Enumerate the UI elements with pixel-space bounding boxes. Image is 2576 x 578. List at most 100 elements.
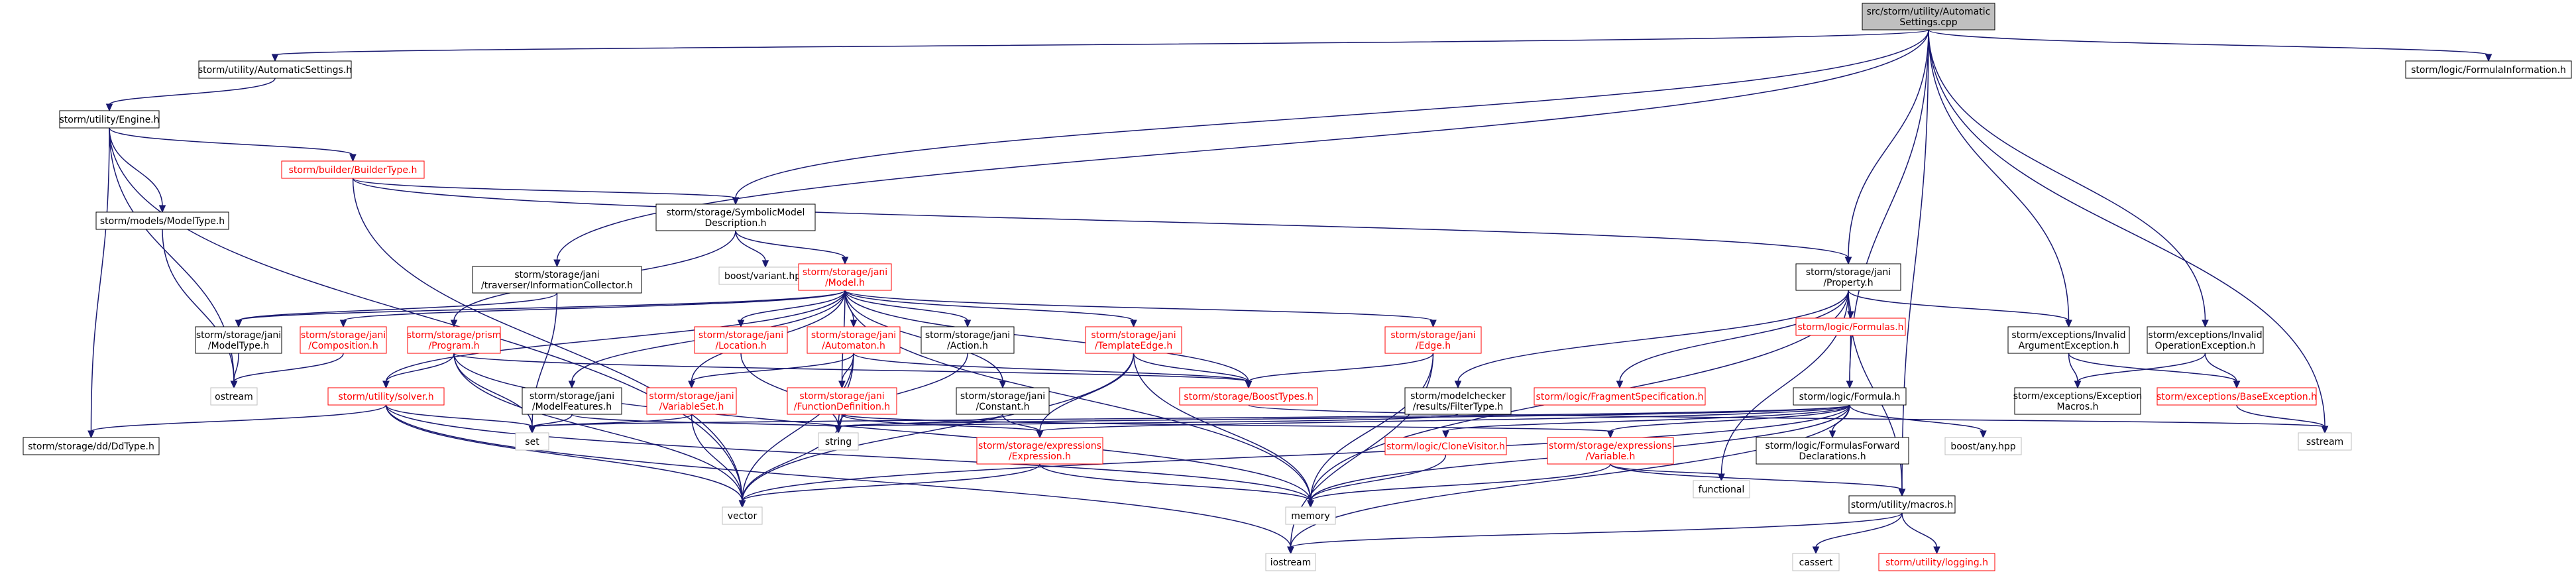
node-box: [1795, 263, 1901, 291]
node-box: [59, 110, 160, 129]
node-templateEdge[interactable]: storm/storage/jani/TemplateEdge.h: [1085, 326, 1182, 354]
node-janiEdge[interactable]: storm/storage/jani/Edge.h: [1384, 326, 1482, 354]
node-location[interactable]: storm/storage/jani/Location.h: [694, 326, 788, 354]
node-logging[interactable]: storm/utility/logging.h: [1878, 553, 1995, 571]
edge-janiProperty-to-filterType: [1454, 290, 1849, 389]
node-root[interactable]: src/storm/utility/AutomaticSettings.cpp: [1862, 3, 1995, 30]
node-filterType[interactable]: storm/modelchecker/results/FilterType.h: [1404, 387, 1512, 415]
node-janiProperty[interactable]: storm/storage/jani/Property.h: [1795, 263, 1901, 291]
edge-automaton-to-vector: [738, 353, 854, 508]
node-ostream[interactable]: ostream: [210, 387, 258, 406]
node-formulaInfo[interactable]: storm/logic/FormulaInformation.h: [2405, 60, 2572, 79]
node-label: storm/utility/Engine.h: [59, 115, 159, 125]
node-exprVariable[interactable]: storm/storage/expressions/Variable.h: [1547, 437, 1674, 465]
node-box: [655, 203, 816, 231]
node-macros[interactable]: storm/utility/macros.h: [1848, 495, 1956, 514]
edge-solver-to-set: [385, 404, 536, 434]
node-action[interactable]: storm/storage/jani/Action.h: [921, 326, 1015, 354]
edge-root-to-formulaInfo: [1928, 29, 2492, 62]
node-constant[interactable]: storm/storage/jani/Constant.h: [956, 387, 1050, 415]
node-box: [210, 387, 258, 406]
node-functional[interactable]: functional: [1693, 480, 1750, 498]
edge-templateEdge-to-exprExpression: [1036, 353, 1135, 439]
node-variableSet[interactable]: storm/storage/jani/VariableSet.h: [646, 387, 737, 415]
node-janiModelType[interactable]: storm/storage/jani/ModelType.h: [195, 326, 282, 354]
node-exprExpression[interactable]: storm/storage/expressions/Expression.h: [976, 437, 1103, 465]
node-box: [1404, 387, 1512, 415]
node-cassert[interactable]: cassert: [1792, 553, 1840, 571]
edge-logicFormula-to-set: [528, 404, 1850, 434]
node-fragmentSpec[interactable]: storm/logic/FragmentSpecification.h: [1534, 387, 1706, 406]
edge-root-to-autoSettings: [271, 29, 1929, 62]
node-label: ostream: [215, 392, 253, 402]
node-composition[interactable]: storm/storage/jani/Composition.h: [300, 326, 387, 354]
node-label: storm/exceptions/Invalid: [2011, 330, 2125, 341]
edge-root-to-sstream: [1928, 29, 2329, 434]
node-box: [1085, 326, 1182, 354]
node-label: /Location.h: [715, 341, 766, 351]
node-prismProgram[interactable]: storm/storage/prism/Program.h: [407, 326, 502, 354]
node-traverser[interactable]: storm/storage/jani/traverser/Information…: [472, 266, 642, 294]
node-box: [1534, 387, 1706, 406]
node-boostAny[interactable]: boost/any.hpp: [1944, 437, 2022, 455]
node-formulasForward[interactable]: storm/logic/FormulasForwardDeclarations.…: [1756, 437, 1909, 465]
node-label: storm/utility/logging.h: [1885, 557, 1988, 568]
node-cloneVisitor[interactable]: storm/logic/CloneVisitor.h: [1384, 437, 1507, 455]
node-box: [472, 266, 642, 294]
node-string[interactable]: string: [818, 432, 859, 451]
edge-macros-to-logging: [1901, 512, 1940, 555]
node-box: [198, 60, 352, 79]
edge-symDesc-to-boostVariant: [735, 230, 769, 268]
node-set[interactable]: set: [515, 432, 549, 451]
node-label: storm/storage/SymbolicModel: [667, 207, 805, 218]
edge-invalidOp-to-baseException: [2204, 353, 2241, 389]
node-box: [1878, 553, 1995, 571]
node-label: storm/storage/jani: [301, 330, 386, 341]
node-label: /ModelFeatures.h: [532, 402, 612, 412]
node-label: /ModelType.h: [208, 341, 269, 351]
node-boostVariant[interactable]: boost/variant.hpp: [718, 266, 812, 285]
node-modelType[interactable]: storm/models/ModelType.h: [95, 211, 229, 230]
node-funcDef[interactable]: storm/storage/jani/FunctionDefinition.h: [787, 387, 897, 415]
node-logicFormula[interactable]: storm/logic/Formula.h: [1793, 387, 1907, 406]
node-label: storm/storage/expressions: [978, 441, 1101, 451]
node-label: /Expression.h: [1009, 451, 1071, 462]
node-boostTypes[interactable]: storm/storage/BoostTypes.h: [1179, 387, 1318, 406]
node-label: storm/exceptions/BaseException.h: [2156, 392, 2317, 402]
node-builderType[interactable]: storm/builder/BuilderType.h: [281, 160, 425, 179]
node-invalidArg[interactable]: storm/exceptions/InvalidArgumentExceptio…: [2007, 326, 2130, 354]
node-label: storm/logic/Formula.h: [1799, 392, 1901, 402]
node-janiModel[interactable]: storm/storage/jani/Model.h: [798, 263, 892, 291]
node-ddType[interactable]: storm/storage/dd/DdType.h: [23, 437, 160, 455]
edge-exprExpression-to-vector: [738, 463, 1040, 508]
node-box: [1179, 387, 1318, 406]
node-label: storm/storage/jani: [799, 391, 884, 402]
node-box: [281, 160, 425, 179]
node-box: [976, 437, 1103, 465]
node-logicFormulas[interactable]: storm/logic/Formulas.h: [1795, 318, 1906, 336]
edge-logicFormula-to-exprVariable: [1606, 404, 1850, 439]
node-solver[interactable]: storm/utility/solver.h: [327, 387, 445, 406]
node-label: Macros.h: [2057, 402, 2099, 412]
node-label: /Composition.h: [308, 341, 378, 351]
node-engine[interactable]: storm/utility/Engine.h: [59, 110, 160, 129]
node-autoSettings[interactable]: storm/utility/AutomaticSettings.h: [198, 60, 352, 79]
node-automaton[interactable]: storm/storage/jani/Automaton.h: [807, 326, 901, 354]
node-vector[interactable]: vector: [722, 506, 763, 525]
node-modelFeatures[interactable]: storm/storage/jani/ModelFeatures.h: [522, 387, 622, 415]
node-iostream[interactable]: iostream: [1265, 553, 1316, 571]
edge-exprExpression-to-memory: [1039, 463, 1314, 508]
node-label: storm/models/ModelType.h: [100, 216, 225, 227]
edge-logicFormula-to-exprExpression: [1036, 404, 1850, 439]
node-box: [722, 506, 763, 525]
node-memory[interactable]: memory: [1285, 506, 1336, 525]
node-sstream[interactable]: sstream: [2298, 432, 2352, 451]
node-invalidOp[interactable]: storm/exceptions/InvalidOperationExcepti…: [2147, 326, 2264, 354]
node-box: [2156, 387, 2317, 406]
node-baseException[interactable]: storm/exceptions/BaseException.h: [2156, 387, 2317, 406]
edge-traverser-to-janiModelType: [235, 292, 558, 328]
node-label: Settings.cpp: [1899, 17, 1957, 28]
node-box: [1792, 553, 1840, 571]
